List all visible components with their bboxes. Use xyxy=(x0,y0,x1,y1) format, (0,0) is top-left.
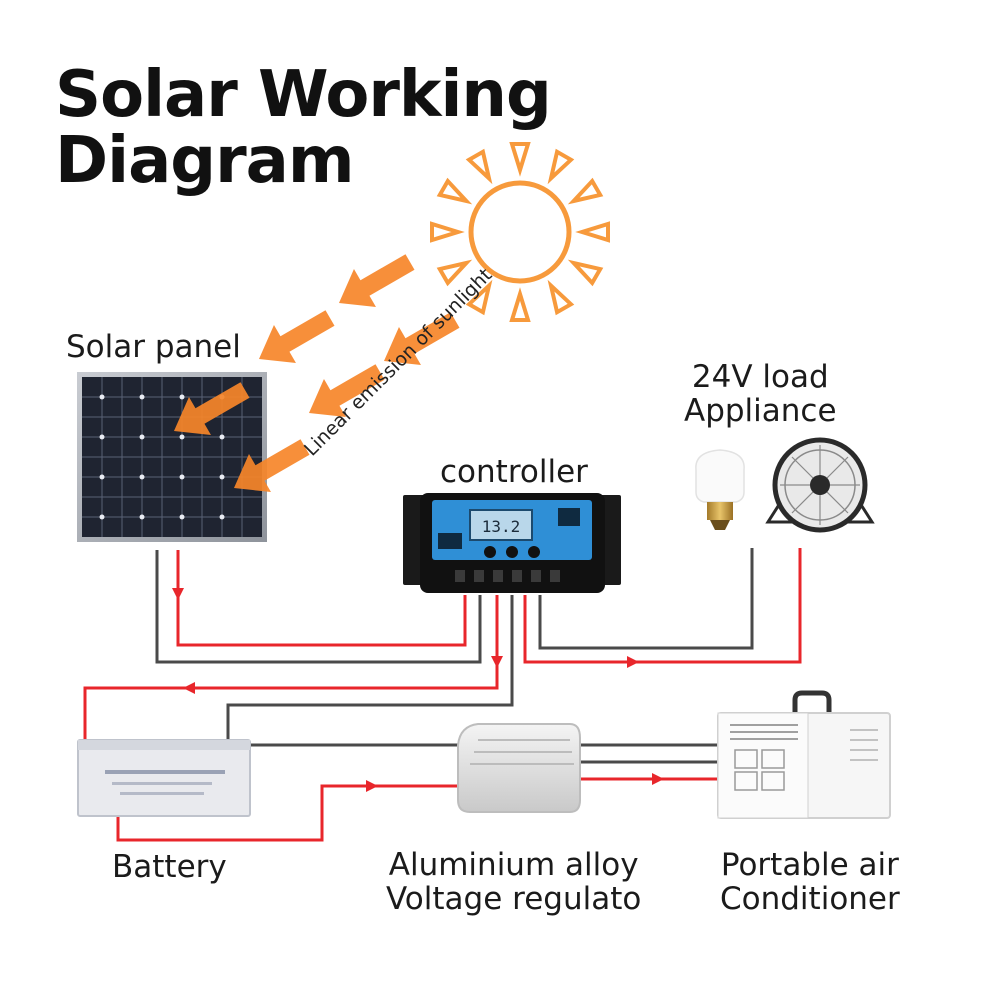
arrow-left-battery xyxy=(183,682,195,694)
battery-label: Battery xyxy=(112,849,227,885)
wire-arrows xyxy=(172,588,664,792)
wire-load-negative xyxy=(538,548,754,650)
sunlight-arrow xyxy=(233,439,310,493)
title-line-2: Diagram xyxy=(55,124,354,198)
title-line-1: Solar Working xyxy=(55,58,552,132)
battery-icon xyxy=(77,739,251,817)
sunlight-arrows xyxy=(173,254,460,493)
wire-battery-positive xyxy=(83,595,499,740)
controller-icon: 13.2 xyxy=(403,493,621,593)
sunlight-arrow xyxy=(173,382,250,436)
sun-icon xyxy=(430,142,610,322)
solar-panel-label: Solar panel xyxy=(66,329,241,365)
sunlight-arrow xyxy=(383,312,460,366)
air-conditioner-icon xyxy=(717,690,891,819)
wire-battery-negative xyxy=(226,595,514,740)
air-conditioner-label-line-2: Conditioner xyxy=(720,881,900,917)
controller-display: 13.2 xyxy=(482,517,521,536)
arrow-right-ac xyxy=(652,773,664,785)
arrow-right-load xyxy=(627,656,639,668)
regulator-label-line-2: Voltage regulato xyxy=(386,881,642,917)
sunlight-arrow xyxy=(308,364,385,418)
controller-label: controller xyxy=(440,454,588,490)
regulator-icon xyxy=(457,723,581,813)
sunlight-arrow xyxy=(258,310,335,364)
arrow-down-controller xyxy=(491,656,503,668)
air-conditioner-label: Portable air Conditioner xyxy=(720,848,900,916)
wire-panel-negative xyxy=(155,550,482,664)
wire-load-positive xyxy=(523,548,802,664)
regulator-label-line-1: Aluminium alloy xyxy=(388,847,639,883)
appliance-label-line-2: Appliance xyxy=(684,393,837,429)
air-conditioner-label-line-1: Portable air xyxy=(720,847,899,883)
solar-panel-icon xyxy=(77,372,267,542)
appliance-label-line-1: 24V load xyxy=(691,359,829,395)
light-bulb-icon xyxy=(695,449,745,530)
arrow-right-regulator xyxy=(366,780,378,792)
arrow-down-panel xyxy=(172,588,184,600)
fan-icon xyxy=(765,437,875,533)
diagram-title: Solar Working Diagram xyxy=(55,58,552,198)
appliance-label: 24V load Appliance xyxy=(684,360,837,428)
regulator-label: Aluminium alloy Voltage regulato xyxy=(386,848,641,916)
sunlight-arrow xyxy=(338,254,415,308)
